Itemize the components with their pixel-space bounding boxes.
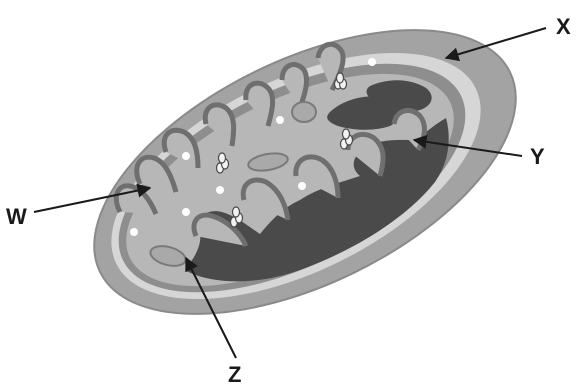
label-y: Y (530, 144, 545, 169)
label-x: X (556, 14, 571, 39)
label-w: W (6, 204, 27, 229)
label-z: Z (228, 362, 241, 385)
